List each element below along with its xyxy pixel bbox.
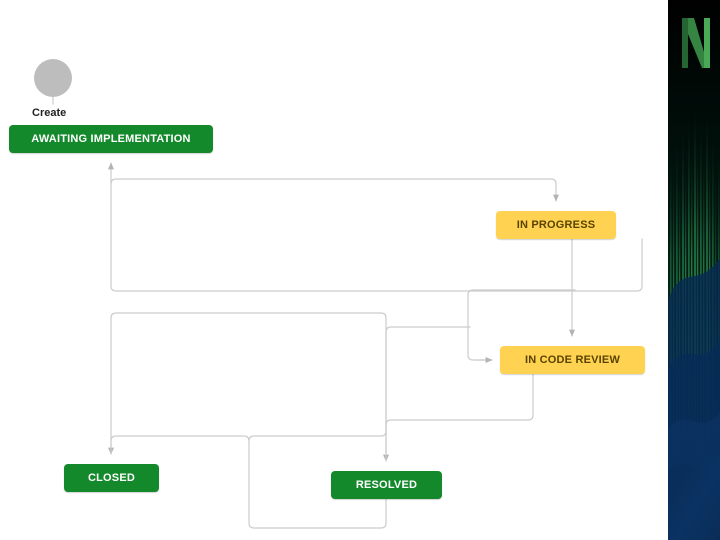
status-node-label: IN PROGRESS <box>516 219 596 231</box>
decorative-aurora-panel <box>668 0 720 540</box>
aurora-landforms <box>668 258 720 540</box>
edge-in-progress-to-awaiting <box>108 162 643 292</box>
status-node-label: RESOLVED <box>355 479 418 491</box>
status-node-in-progress[interactable]: IN PROGRESS <box>496 211 616 239</box>
status-node-closed[interactable]: CLOSED <box>64 464 159 492</box>
status-node-label: IN CODE REVIEW <box>524 354 621 366</box>
status-node-in-code-review[interactable]: IN CODE REVIEW <box>500 346 645 374</box>
edge-closed-spine-top <box>110 312 387 462</box>
aurora-n-glyph <box>682 18 710 68</box>
edge-in-code-review-to-in-progress <box>467 289 576 361</box>
status-node-resolved[interactable]: RESOLVED <box>331 471 442 499</box>
initial-state-circle[interactable] <box>34 59 72 97</box>
edge-awaiting-to-in-progress <box>110 178 559 202</box>
edge-in-code-review-to-resolved <box>383 373 534 462</box>
aurora-graphic <box>668 0 720 540</box>
status-node-label: AWAITING IMPLEMENTATION <box>31 133 191 145</box>
initial-transition-label: Create <box>32 107 67 119</box>
status-node-label: CLOSED <box>87 472 136 484</box>
edge-resolved-to-closed <box>108 435 250 455</box>
status-node-awaiting-implementation[interactable]: AWAITING IMPLEMENTATION <box>9 125 213 153</box>
